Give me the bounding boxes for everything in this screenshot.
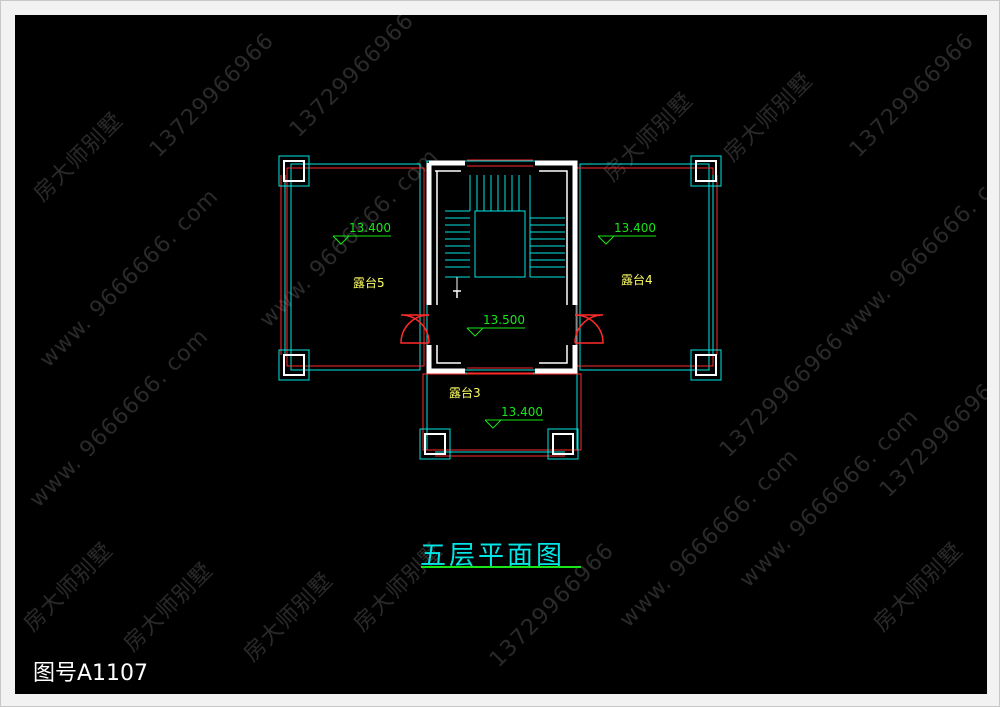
terrace5-railing: [280, 163, 425, 371]
elevation-label-stair-hall: 13.500: [483, 313, 525, 327]
title-underline: [421, 566, 581, 568]
staircase: [445, 175, 565, 298]
room-label-terrace4: 露台4: [621, 273, 653, 287]
cad-canvas: 房大师别墅 13729966966 13729966966 房大师别墅 房大师别…: [15, 15, 987, 694]
room-label-terrace3: 露台3: [449, 386, 481, 400]
stair-hall-walls: [426, 159, 578, 374]
doors: [400, 314, 604, 344]
elevation-label-terrace3: 13.400: [501, 405, 543, 419]
elevation-markers: [332, 235, 656, 429]
columns: [278, 155, 722, 460]
elevation-label-terrace5: 13.400: [349, 221, 391, 235]
terrace4-railing: [575, 163, 718, 371]
floor-plan-drawing: [278, 155, 722, 460]
elevation-label-terrace4: 13.400: [614, 221, 656, 235]
room-label-terrace5: 露台5: [353, 276, 385, 290]
drawing-number: 图号A1107: [33, 661, 149, 686]
terrace3-railing: [422, 369, 582, 457]
